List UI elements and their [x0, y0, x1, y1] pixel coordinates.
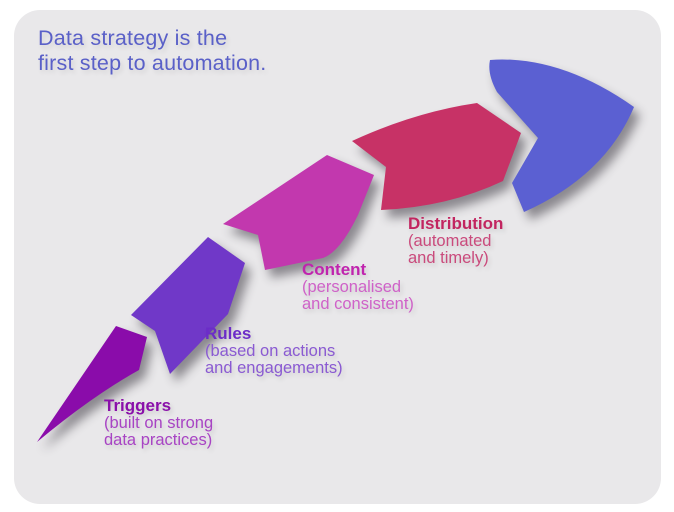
diagram-title: Data strategy is the first step to autom… — [38, 26, 267, 75]
content-arrow-segment — [223, 155, 374, 270]
triggers-label: Triggers (built on strong data practices… — [104, 397, 213, 450]
rules-label: Rules (based on actions and engagements) — [205, 325, 343, 378]
content-label: Content (personalised and consistent) — [302, 261, 414, 314]
triggers-label-detail: (built on strong data practices) — [104, 413, 214, 449]
distribution-label-detail: (automated and timely) — [408, 231, 492, 267]
distribution-label-name: Distribution — [408, 214, 504, 233]
distribution-label: Distribution (automated and timely) — [408, 215, 503, 268]
arrow-head — [489, 59, 634, 213]
triggers-arrow-segment — [37, 326, 147, 442]
rules-arrow-segment — [131, 237, 245, 374]
content-label-name: Content — [302, 260, 367, 279]
rules-label-name: Rules — [205, 324, 252, 343]
distribution-arrow-segment — [352, 103, 521, 210]
rules-label-detail: (based on actions and engagements) — [205, 341, 343, 377]
triggers-label-name: Triggers — [104, 396, 172, 415]
content-label-detail: (personalised and consistent) — [302, 277, 414, 313]
